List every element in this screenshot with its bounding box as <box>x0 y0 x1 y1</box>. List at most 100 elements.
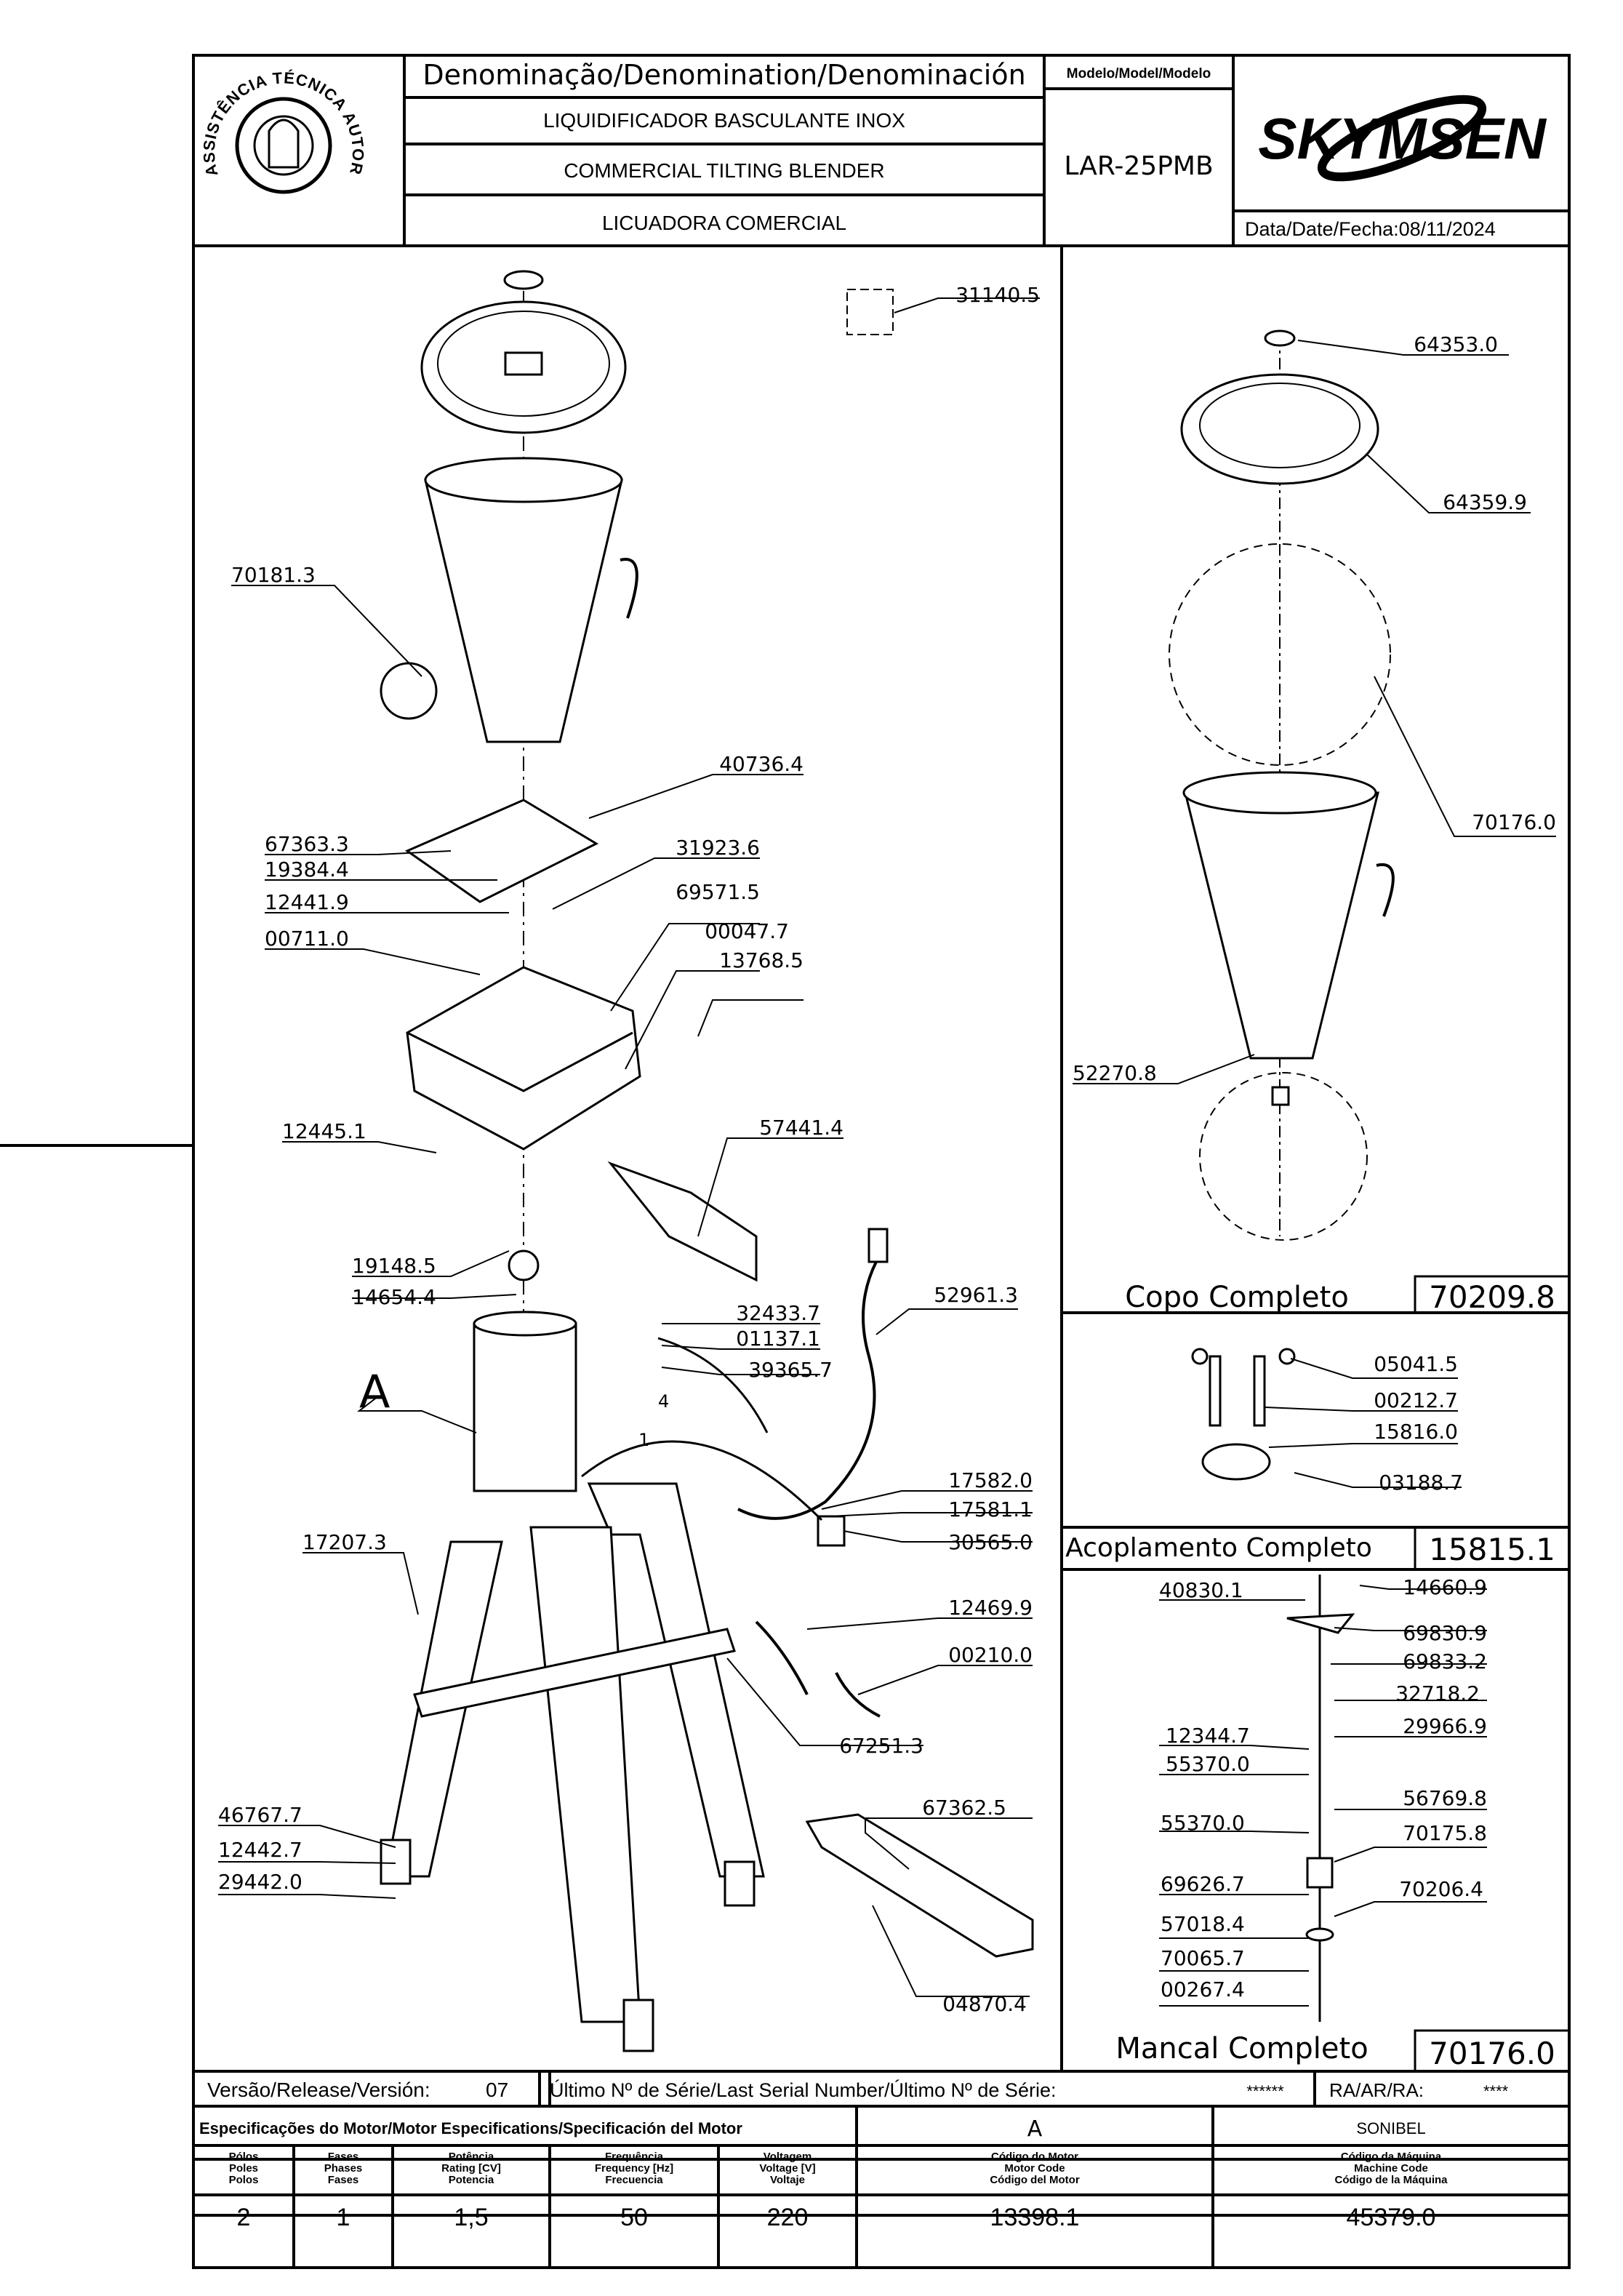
mancal-callout-57018-4: 57018.4 <box>1161 1912 1245 1936</box>
col-volt-pt: Voltagem <box>764 2151 812 2163</box>
acoplamento-callout-00212-7: 00212.7 <box>1374 1388 1458 1412</box>
callout-00210-0: 00210.0 <box>948 1643 1033 1667</box>
col-polos-en: Poles <box>229 2162 258 2175</box>
mancal-callout-14660-9: 14660.9 <box>1403 1575 1487 1599</box>
mancal-panel: 40830.1 14660.9 69830.9 69833.2 32718.2 … <box>1115 1575 1571 2073</box>
callout-00047-7: 00047.7 <box>705 919 789 943</box>
acoplamento-callout-15816-0: 15816.0 <box>1374 1420 1458 1444</box>
mancal-code: 70176.0 <box>1429 2036 1555 2071</box>
seal-logo: ASSISTÊNCIA TÉCNICA AUTORIZADA <box>0 0 366 194</box>
main-exploded-view <box>380 270 1034 2052</box>
callout-31140-5: 31140.5 <box>955 283 1040 307</box>
col-polos-es: Polos <box>229 2174 259 2186</box>
col-motor-code-en: Motor Code <box>1004 2162 1065 2175</box>
callout-67363-3: 67363.3 <box>265 832 349 856</box>
mancal-callout-69833-2: 69833.2 <box>1403 1649 1487 1673</box>
callout-12469-9: 12469.9 <box>948 1596 1033 1620</box>
callout-17207-3: 17207.3 <box>302 1530 387 1554</box>
blender-jar <box>424 479 623 743</box>
product-name-en: COMMERCIAL TILTING BLENDER <box>564 159 884 182</box>
value-potencia: 1,5 <box>454 2204 488 2231</box>
callout-67251-3: 67251.3 <box>839 1734 923 1758</box>
col-potencia-es: Potencia <box>449 2174 494 2186</box>
col-freq-en: Frequency [Hz] <box>595 2162 673 2175</box>
copo-panel: 64353.0 64359.9 70176.0 52270.8 Copo Com… <box>1073 329 1571 1315</box>
base-plate <box>404 799 599 903</box>
col-polos-pt: Pólos <box>229 2151 259 2163</box>
col-motor-code-pt: Código do Motor <box>991 2151 1078 2163</box>
plug <box>867 1228 889 1263</box>
callout-12441-9: 12441.9 <box>265 890 349 914</box>
mancal-callout-40830-1: 40830.1 <box>1159 1578 1243 1602</box>
col-volt-es: Voltaje <box>770 2174 805 2186</box>
model-number: LAR-25PMB <box>1064 151 1213 181</box>
brand-logo: SKYMSEN <box>1258 95 1547 182</box>
stand-front-leg <box>529 1526 641 2023</box>
serial-value: ****** <box>1246 2082 1284 2100</box>
product-name-pt: LIQUIDIFICADOR BASCULANTE INOX <box>543 109 905 132</box>
value-freq: 50 <box>620 2204 648 2231</box>
version-label: Versão/Release/Versión: <box>207 2079 430 2101</box>
copo-callout-64353-0: 64353.0 <box>1414 332 1498 356</box>
wire-marker-4: 4 <box>658 1391 669 1412</box>
switch <box>817 1515 846 1547</box>
callout-69571-5: 69571.5 <box>676 880 760 904</box>
value-motor-code: 13398.1 <box>990 2204 1080 2231</box>
col-freq-es: Frecuencia <box>605 2174 663 2186</box>
acoplamento-code: 15815.1 <box>1429 1532 1555 1567</box>
callout-motor-letter: A <box>359 1365 390 1418</box>
callout-12442-7: 12442.7 <box>218 1838 302 1862</box>
col-potencia-pt: Potência <box>449 2151 494 2163</box>
copo-callout-64359-9: 64359.9 <box>1443 490 1527 514</box>
callout-01137-1: 01137.1 <box>736 1327 820 1351</box>
callout-29442-0: 29442.0 <box>218 1870 302 1894</box>
col-volt-en: Voltage [V] <box>759 2162 815 2175</box>
callout-52961-3: 52961.3 <box>934 1283 1018 1307</box>
callout-40736-4: 40736.4 <box>719 752 804 776</box>
callout-67362-5: 67362.5 <box>922 1796 1006 1820</box>
date-value: 08/11/2024 <box>1399 218 1496 240</box>
callout-32433-7: 32433.7 <box>736 1301 820 1325</box>
lid-knob <box>503 270 544 290</box>
serial-label: Último Nº de Série/Last Serial Number/Úl… <box>550 2079 1056 2101</box>
motor-spec-label: Especificações do Motor/Motor Especifica… <box>199 2119 742 2137</box>
acoplamento-title: Acoplamento Completo <box>1065 1533 1372 1563</box>
callout-04870-4: 04870.4 <box>942 1992 1027 2016</box>
col-freq-pt: Frequência <box>605 2151 664 2163</box>
mancal-callout-70206-4: 70206.4 <box>1399 1877 1483 1901</box>
motor <box>473 1322 577 1492</box>
col-fases-pt: Fases <box>328 2151 359 2163</box>
base-housing <box>406 966 641 1151</box>
ra-value: **** <box>1483 2082 1509 2100</box>
callout-70181-3: 70181.3 <box>231 563 316 587</box>
mancal-callout-00267-4: 00267.4 <box>1161 1977 1245 2001</box>
footer-grid <box>192 2070 1571 2269</box>
col-machine-code-en: Machine Code <box>1354 2162 1428 2175</box>
value-fases: 1 <box>337 2204 350 2231</box>
motor-letter: A <box>1027 2116 1043 2142</box>
date-field: Data/Date/Fecha:08/11/2024 <box>1245 218 1496 240</box>
wire-marker-1: 1 <box>638 1430 649 1450</box>
mancal-callout-32718-2: 32718.2 <box>1395 1681 1480 1705</box>
acoplamento-callout-03188-7: 03188.7 <box>1379 1471 1463 1495</box>
product-name-es: LICUADORA COMERCIAL <box>602 212 846 234</box>
callout-57441-4: 57441.4 <box>759 1116 843 1140</box>
callout-13768-5: 13768.5 <box>719 948 804 972</box>
mancal-callout-56769-8: 56769.8 <box>1403 1786 1487 1810</box>
callout-31923-6: 31923.6 <box>676 836 760 860</box>
value-volt: 220 <box>767 2204 809 2231</box>
col-machine-code-pt: Código da Máquina <box>1341 2151 1442 2163</box>
callout-39365-7: 39365.7 <box>748 1358 833 1382</box>
callout-46767-7: 46767.7 <box>218 1803 302 1827</box>
jar-label-circle <box>380 662 438 720</box>
mancal-callout-55370-0-b: 55370.0 <box>1161 1811 1245 1835</box>
value-machine-code: 45379.0 <box>1347 2204 1436 2231</box>
acoplamento-callout-05041-5: 05041.5 <box>1374 1352 1458 1376</box>
callout-19148-5: 19148.5 <box>352 1254 436 1278</box>
mancal-callout-69830-9: 69830.9 <box>1403 1621 1487 1645</box>
main-callouts: 31140.5 70181.3 40736.4 67363.3 19384.4 … <box>218 283 1040 2016</box>
callout-14654-4: 14654.4 <box>352 1285 436 1309</box>
col-fases-en: Phases <box>324 2162 363 2175</box>
col-fases-es: Fases <box>328 2174 359 2186</box>
